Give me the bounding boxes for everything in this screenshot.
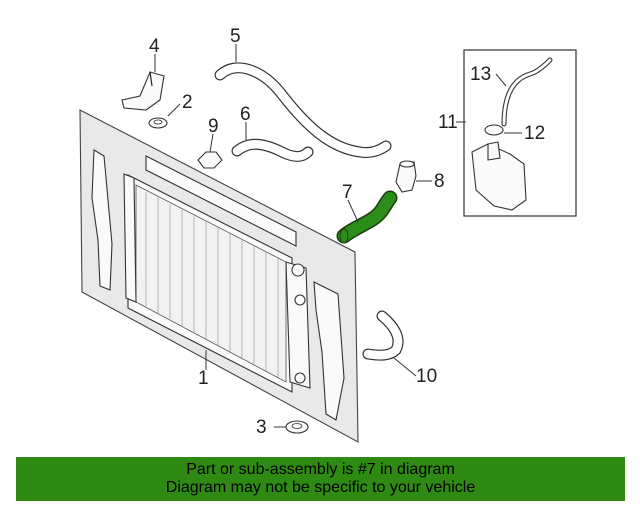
info-banner: Part or sub-assembly is #7 in diagram Di… <box>16 457 625 501</box>
callout-8: 8 <box>434 171 445 192</box>
callout-11: 11 <box>438 112 458 133</box>
banner-line-2: Diagram may not be specific to your vehi… <box>165 479 476 496</box>
bracket-part-4[interactable] <box>121 71 165 111</box>
callout-1: 1 <box>198 368 209 389</box>
hose-part-10[interactable] <box>362 310 404 361</box>
callout-3: 3 <box>256 417 267 438</box>
cap-part-12[interactable] <box>484 124 504 136</box>
callout-5: 5 <box>230 26 241 47</box>
hose-part-5[interactable] <box>214 62 392 158</box>
callout-9: 9 <box>208 116 219 137</box>
callout-2: 2 <box>182 92 193 113</box>
callout-labels: 1 2 3 4 5 6 7 8 9 10 11 12 13 <box>149 26 545 438</box>
radiator-part-1[interactable] <box>79 109 359 443</box>
parts-diagram: 1 2 3 4 5 6 7 8 9 10 11 12 13 <box>79 26 577 443</box>
callout-7: 7 <box>342 182 353 203</box>
callout-10: 10 <box>416 366 437 387</box>
banner-line-1: Part or sub-assembly is #7 in diagram <box>186 461 455 478</box>
seal-part-3[interactable] <box>285 420 309 434</box>
cap-part-9[interactable] <box>197 151 223 169</box>
hose-part-7-highlighted[interactable] <box>336 190 398 244</box>
hose-part-6[interactable] <box>231 138 314 162</box>
seal-part-2[interactable] <box>148 117 168 129</box>
tube-part-13[interactable] <box>501 57 553 127</box>
callout-6: 6 <box>240 104 251 125</box>
callout-12: 12 <box>524 123 545 144</box>
callout-13: 13 <box>470 64 491 85</box>
leader-lines <box>154 44 522 428</box>
callout-4: 4 <box>149 36 160 57</box>
bracket-part-8[interactable] <box>395 160 417 193</box>
